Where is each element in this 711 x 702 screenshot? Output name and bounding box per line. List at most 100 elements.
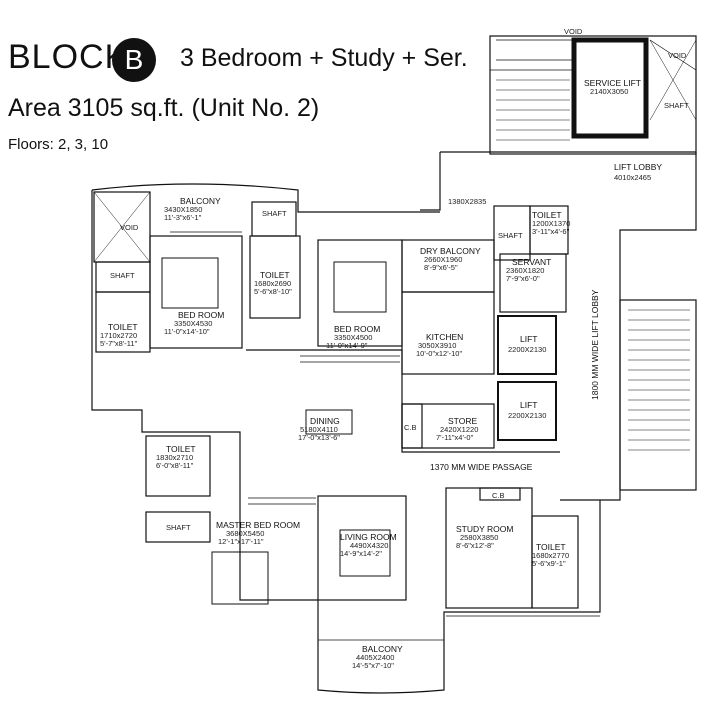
balcony-bottom-dim-mm: 4405X2400 <box>356 653 394 662</box>
shaft-e-label: SHAFT <box>166 523 191 532</box>
shaft-d-label: SHAFT <box>664 101 689 110</box>
dining-table-symbol <box>305 409 353 435</box>
dining-dim-ft: 17'-0"x13'-6" <box>298 433 340 442</box>
store-dim-mm: 2420X1220 <box>440 425 478 434</box>
void-left-label: VOID <box>120 223 139 232</box>
block-title: BLOCK <box>8 38 129 76</box>
toilet-2-label: TOILET <box>260 270 290 280</box>
toilet-servant-dim-mm: 1200X1370 <box>532 219 570 228</box>
shaft-b-label: SHAFT <box>262 209 287 218</box>
study-room-dim-ft: 8'-6"x12'-8" <box>456 541 494 550</box>
toilet-1-dim-mm: 1710x2720 <box>100 331 137 340</box>
stair-right <box>619 299 697 491</box>
store-label: STORE <box>448 416 477 426</box>
lift-2-box <box>497 381 557 441</box>
service-lift-shaft <box>571 37 649 139</box>
cb-1-label: C.B <box>404 423 417 432</box>
toilet-2-box <box>249 235 301 319</box>
unit-area: Area 3105 sq.ft. (Unit No. 2) <box>8 94 320 122</box>
kitchen-dim-ft: 10'-0"x12'-10" <box>416 349 462 358</box>
toilet-3-dim-mm: 1830x2710 <box>156 453 193 462</box>
living-room-box <box>317 495 407 601</box>
master-bed-room-dim-mm: 3680X5450 <box>226 529 264 538</box>
toilet-1-dim-ft: 5'-7"x8'-11" <box>100 339 138 348</box>
wide-passage-label: 1370 MM WIDE PASSAGE <box>430 462 533 472</box>
balcony-top-label: BALCONY <box>180 196 221 206</box>
shaft-e-box <box>145 511 211 543</box>
bed-room-2-dim-ft: 11'-0"x14'-9" <box>326 341 368 350</box>
toilet-4-label: TOILET <box>536 542 566 552</box>
lift-lobby-wall <box>440 151 697 501</box>
outer-wall-top <box>91 183 440 213</box>
service-lift-label: SERVICE LIFT <box>584 78 641 88</box>
master-bed-room-dim-ft: 12'-1"x17'-11" <box>218 537 264 546</box>
bed-room-2-dim-mm: 3350X4500 <box>334 333 372 342</box>
dining-label: DINING <box>310 416 340 426</box>
living-room-dim-mm: 4490X4320 <box>350 541 388 550</box>
servant-dim-mm: 2360X1820 <box>506 266 544 275</box>
master-bed-symbol <box>211 551 269 605</box>
lift-2-label: LIFT <box>520 400 537 410</box>
balcony-top-dim-ft: 11'-3"x6'-1" <box>164 213 202 222</box>
servant-label: SERVANT <box>512 257 551 267</box>
balcony-bottom-dim-ft: 14'-5"x7'-10" <box>352 661 394 670</box>
toilet-servant-dim-ft: 3'-11"x4'-6" <box>532 227 570 236</box>
shaft-b-box <box>251 201 297 237</box>
lift-lobby-label: LIFT LOBBY <box>614 162 662 172</box>
wide-lift-lobby-label: 1800 MM WIDE LIFT LOBBY <box>590 289 600 400</box>
dining-dim-mm: 5180X4110 <box>300 425 338 434</box>
void-right-label: VOID <box>668 51 687 60</box>
bed-room-1-dim-ft: 11'-0"x14'-10" <box>164 327 210 336</box>
outer-wall-bottom <box>317 500 601 694</box>
master-bed-room-label: MASTER BED ROOM <box>216 520 300 530</box>
toilet-3-label: TOILET <box>166 444 196 454</box>
toilet-1-box <box>95 291 151 353</box>
bed-room-1-dim-mm: 3350X4530 <box>174 319 212 328</box>
unit-type-title: 3 Bedroom + Study + Ser. <box>180 44 468 72</box>
cb-2-box <box>479 487 521 501</box>
toilet-1-label: TOILET <box>108 322 138 332</box>
bed-2-symbol <box>333 261 387 313</box>
toilet-3-dim-ft: 6'-0"x8'-11" <box>156 461 194 470</box>
outer-wall-left <box>91 190 318 601</box>
balcony-bottom-label: BALCONY <box>362 644 403 654</box>
shaft-a-label: SHAFT <box>110 271 135 280</box>
servant-box <box>499 253 567 313</box>
service-lift-dim: 2140X3050 <box>590 87 628 96</box>
kitchen-label: KITCHEN <box>426 332 463 342</box>
lift-1-box <box>497 315 557 375</box>
dim-1380-label: 1380X2835 <box>448 197 486 206</box>
kitchen-dim-mm: 3050X3910 <box>418 341 456 350</box>
kitchen-box <box>401 291 495 375</box>
study-room-dim-mm: 2580X3850 <box>460 533 498 542</box>
bed-room-2-label: BED ROOM <box>334 324 380 334</box>
toilet-3-box <box>145 435 211 497</box>
block-letter-badge: B <box>112 38 156 82</box>
living-room-dim-ft: 14'-9"x14'-2" <box>340 549 382 558</box>
dry-balcony-label: DRY BALCONY <box>420 246 481 256</box>
lift-1-label: LIFT <box>520 334 537 344</box>
living-room-label: LIVING ROOM <box>340 532 397 542</box>
toilet-4-box <box>531 515 579 609</box>
dry-balcony-dim-mm: 2660X1960 <box>424 255 462 264</box>
dry-balcony-dim-ft: 8'-9"x6'-5" <box>424 263 458 272</box>
toilet-4-dim-ft: 5'-6"x9'-1" <box>532 559 566 568</box>
balcony-top-dim-mm: 3430X1850 <box>164 205 202 214</box>
sofa-symbol <box>339 529 391 577</box>
shaft-c-label: SHAFT <box>498 231 523 240</box>
unit-floors: Floors: 2, 3, 10 <box>8 136 109 153</box>
bed-room-1-label: BED ROOM <box>178 310 224 320</box>
toilet-servant-label: TOILET <box>532 210 562 220</box>
store-dim-ft: 7'-11"x4'-0" <box>436 433 474 442</box>
lift-1-dim: 2200X2130 <box>508 345 546 354</box>
bed-1-symbol <box>161 257 219 309</box>
void-top-label: VOID <box>564 27 583 36</box>
toilet-2-dim-ft: 5'-6"x8'-10" <box>254 287 292 296</box>
lift-2-dim: 2200X2130 <box>508 411 546 420</box>
cb-2-label: C.B <box>492 491 505 500</box>
study-room-label: STUDY ROOM <box>456 524 513 534</box>
lift-lobby-dim: 4010x2465 <box>614 173 651 182</box>
core-tower-outline <box>489 35 697 155</box>
servant-dim-ft: 7'-9"x6'-0" <box>506 274 540 283</box>
